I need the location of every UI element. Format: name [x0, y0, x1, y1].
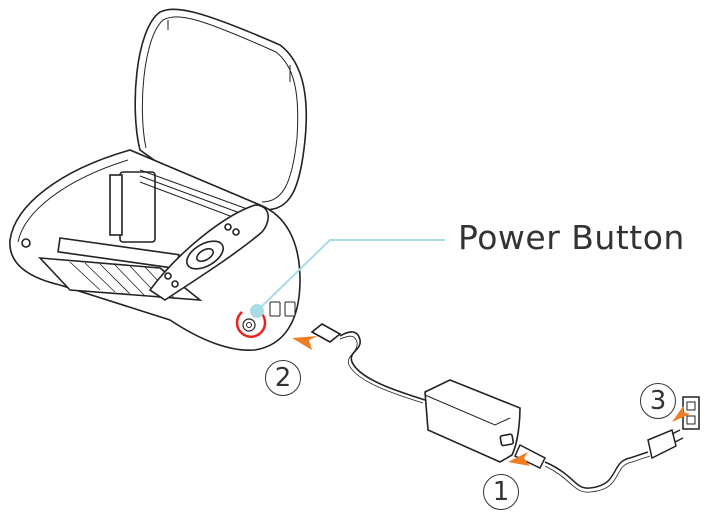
power-button-label: Power Button	[458, 218, 685, 257]
power-button-highlight	[235, 311, 267, 338]
step-badge-2: 2	[265, 360, 301, 396]
arrow-step-3	[672, 405, 690, 422]
step-badge-1: 1	[483, 474, 519, 510]
callout-leader	[250, 239, 445, 318]
wall-outlet	[682, 396, 700, 430]
arrow-step-1	[508, 452, 530, 466]
printer-lid	[134, 8, 308, 211]
power-cord	[514, 428, 684, 493]
arrow-step-2	[292, 336, 318, 350]
arrow-icon	[292, 336, 690, 466]
ac-adapter	[424, 379, 521, 463]
ac-adapter-cable	[310, 323, 426, 404]
printer-body	[9, 149, 301, 351]
step-badge-3: 3	[640, 383, 676, 419]
